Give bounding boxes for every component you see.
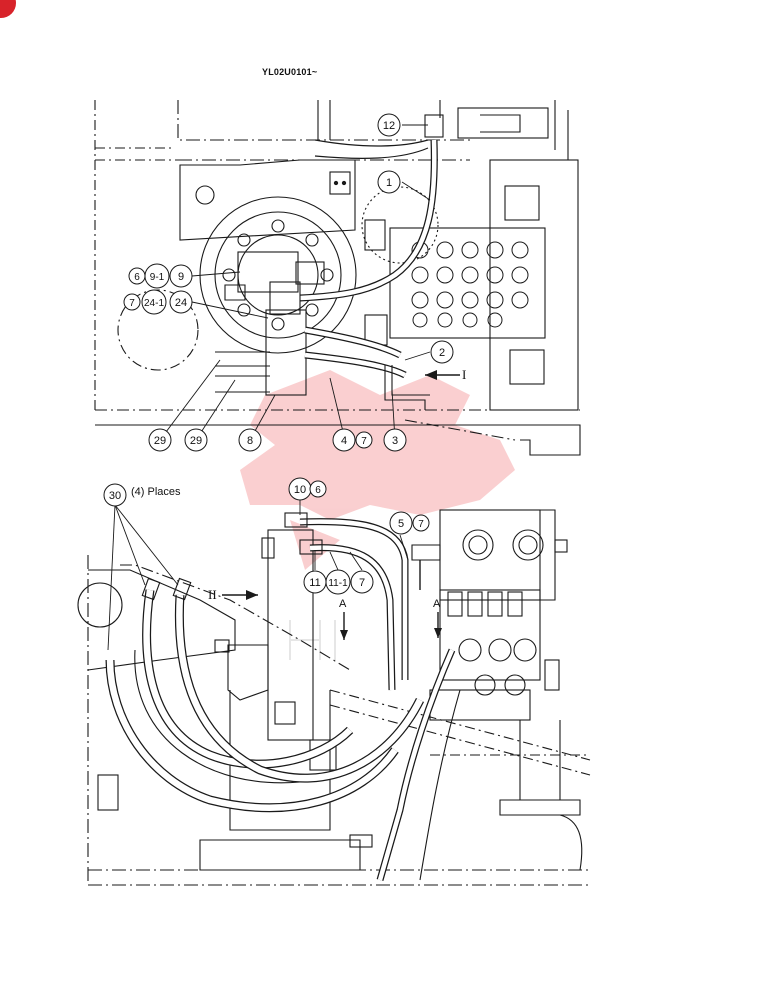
callout-top: 7 [361, 436, 367, 447]
arrow-icon [222, 590, 258, 600]
view-label-i: I [462, 367, 467, 382]
view-label-ii: II [208, 587, 217, 602]
callout-top: 24-1 [144, 298, 164, 309]
section-label-a: A [339, 598, 347, 610]
callout-top: 3 [392, 435, 398, 447]
callout-bottom: 11-1 [328, 578, 348, 589]
callout-top: 6 [134, 272, 140, 283]
watermark-logo [240, 370, 515, 570]
section-label-a: A [433, 598, 441, 610]
callout-bottom: 10 [294, 484, 306, 496]
callout-top: 2 [439, 347, 445, 359]
callout-top: 8 [247, 435, 253, 447]
callout-top: 29 [190, 435, 202, 447]
callout-bottom: 5 [398, 518, 404, 530]
callout-bottom: 7 [359, 577, 365, 589]
callout-top: 9-1 [150, 272, 165, 283]
callout-top: 9 [178, 271, 184, 283]
callout-bottom: 7 [418, 519, 424, 530]
callout-bottom: 6 [315, 485, 321, 496]
callout-bottom: 11 [309, 577, 320, 589]
callout-bottom: 30 [109, 490, 121, 502]
arrow-icon [340, 612, 442, 640]
places-note: (4) Places [131, 486, 181, 498]
callout-top: 29 [154, 435, 166, 447]
callout-top: 7 [129, 298, 135, 309]
callout-top: 1 [386, 177, 392, 189]
arrow-icon [425, 370, 460, 380]
callout-top: 12 [383, 120, 395, 132]
figure-code: YL02U0101~ [262, 67, 318, 77]
callout-top: 24 [175, 297, 187, 309]
callout-top: 4 [341, 435, 347, 447]
